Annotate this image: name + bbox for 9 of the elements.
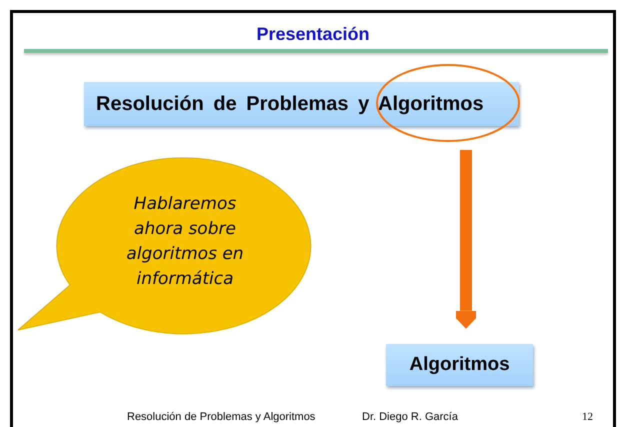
highlight-ellipse <box>376 64 520 142</box>
footer-text: Resolución de Problemas y Algoritmos <box>127 411 316 423</box>
slide-title: Presentación <box>255 24 371 45</box>
title-box: Algoritmos <box>386 344 533 386</box>
footer-text: Dr. Diego R. García <box>362 411 458 423</box>
bubble-text: Hablaremos ahora sobre algoritmos en informática <box>125 193 245 291</box>
speech-bubble <box>18 157 312 334</box>
page-number: 12 <box>582 411 593 423</box>
title-box: Resolución de Problemas y Algoritmos <box>84 82 519 126</box>
